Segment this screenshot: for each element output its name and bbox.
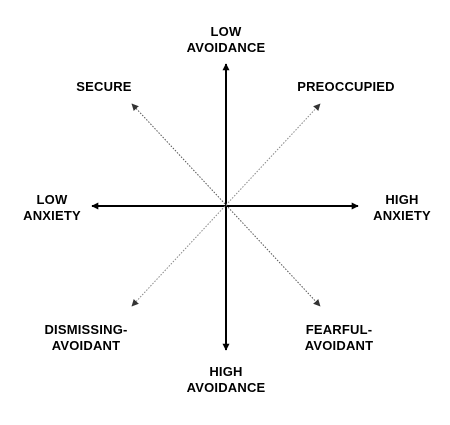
axis-label-top: LOW AVOIDANCE: [162, 24, 290, 56]
axis-label-left-line-2: ANXIETY: [23, 208, 81, 223]
axis-label-bottom-line-1: HIGH: [209, 364, 243, 379]
axis-label-top-line-2: AVOIDANCE: [186, 40, 266, 55]
axis-label-right-line-1: HIGH: [385, 192, 419, 207]
quadrant-label-dismissing-avoidant: DISMISSING- AVOIDANT: [28, 322, 144, 354]
quadrant-label-fearful-avoidant: FEARFUL- AVOIDANT: [286, 322, 392, 354]
quadrant-label-secure: SECURE: [56, 79, 152, 95]
axis-label-bottom-line-2: AVOIDANCE: [186, 380, 266, 395]
axis-label-bottom: HIGH AVOIDANCE: [162, 364, 290, 396]
quadrant-label-dismissing-avoidant-line-1: DISMISSING-: [44, 322, 128, 337]
axis-label-right-line-2: ANXIETY: [373, 208, 431, 223]
quadrant-label-secure-line-1: SECURE: [76, 79, 132, 94]
quadrant-label-preoccupied: PREOCCUPIED: [284, 79, 408, 95]
axis-label-left: LOW ANXIETY: [14, 192, 90, 224]
quadrant-label-fearful-avoidant-line-1: FEARFUL-: [305, 322, 373, 337]
quadrant-label-dismissing-avoidant-line-2: AVOIDANT: [51, 338, 121, 353]
axis-label-right: HIGH ANXIETY: [364, 192, 440, 224]
diagonal-dismissing-preoccupied: [131, 103, 321, 307]
axis-label-left-line-1: LOW: [36, 192, 68, 207]
quadrant-label-preoccupied-line-1: PREOCCUPIED: [297, 79, 395, 94]
axis-label-top-line-1: LOW: [210, 24, 242, 39]
quadrant-label-fearful-avoidant-line-2: AVOIDANT: [304, 338, 374, 353]
